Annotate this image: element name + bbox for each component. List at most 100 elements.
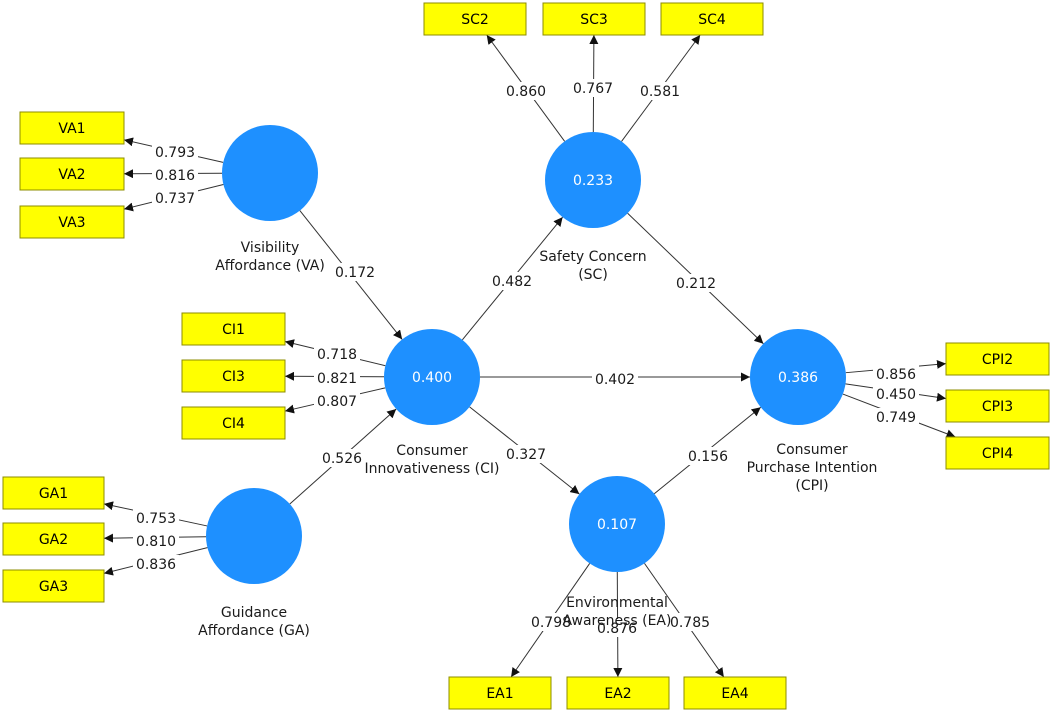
indicator-sc4[interactable]: SC4: [660, 2, 764, 36]
loading-value-cpi2-text: 0.856: [876, 367, 916, 383]
loading-value-sc2-text: 0.860: [506, 84, 546, 100]
indicator-box[interactable]: [683, 676, 787, 710]
path-coef-ci-ea: 0.327: [503, 445, 549, 463]
indicator-ci3[interactable]: CI3: [181, 359, 286, 393]
indicator-sc2[interactable]: SC2: [423, 2, 527, 36]
indicator-box[interactable]: [19, 157, 125, 191]
construct-circle[interactable]: [206, 488, 302, 584]
indicator-box[interactable]: [945, 342, 1050, 376]
construct-label-line: Guidance: [221, 605, 287, 621]
loading-value-sc2-bg: [503, 82, 549, 100]
loading-value-ci4-text: 0.807: [317, 394, 357, 410]
indicator-box[interactable]: [423, 2, 527, 36]
path-coef-ea-cpi-bg: [685, 447, 731, 465]
path-coef-ea-cpi: 0.156: [685, 447, 731, 465]
indicator-va1[interactable]: VA1: [19, 111, 125, 145]
construct-circle[interactable]: [384, 329, 480, 425]
indicator-va3[interactable]: VA3: [19, 205, 125, 239]
loading-value-ci4-bg: [314, 392, 360, 410]
loading-value-cpi3-text: 0.450: [876, 387, 916, 403]
indicator-box[interactable]: [542, 2, 646, 36]
loading-value-ci1-text: 0.718: [317, 347, 357, 363]
indicator-box[interactable]: [181, 312, 286, 346]
path-coef-ci-sc: 0.482: [489, 272, 535, 290]
loading-value-ci1: 0.718: [314, 345, 360, 363]
indicator-ea4[interactable]: EA4: [683, 676, 787, 710]
construct-label-line: (SC): [578, 267, 608, 283]
indicator-ci4[interactable]: CI4: [181, 406, 286, 440]
indicator-cpi4[interactable]: CPI4: [945, 436, 1050, 470]
indicator-label: EA1: [486, 686, 513, 702]
indicator-ga3[interactable]: GA3: [2, 569, 105, 603]
indicator-box[interactable]: [945, 436, 1050, 470]
loading-value-sc4: 0.581: [637, 82, 683, 100]
indicator-va2[interactable]: VA2: [19, 157, 125, 191]
path-coef-va-ci: 0.172: [332, 263, 378, 281]
loading-value-cpi3-bg: [873, 385, 919, 403]
indicator-ea2[interactable]: EA2: [566, 676, 670, 710]
indicator-cpi2[interactable]: CPI2: [945, 342, 1050, 376]
construct-label-line: Environmental: [566, 595, 668, 611]
construct-circle[interactable]: [750, 329, 846, 425]
loading-value-sc3-text: 0.767: [573, 81, 613, 97]
loading-value-va3-text: 0.737: [155, 191, 195, 207]
loading-value-ga2-text: 0.810: [136, 534, 176, 550]
construct-circle[interactable]: [545, 132, 641, 228]
path-coef-sc-cpi: 0.212: [673, 274, 719, 292]
loading-value-va2-text: 0.816: [155, 168, 195, 184]
loading-value-ea2-bg: [594, 619, 640, 637]
loading-value-sc3: 0.767: [570, 79, 616, 97]
loading-value-sc4-bg: [637, 82, 683, 100]
path-coef-va-ci-text: 0.172: [335, 265, 375, 281]
indicator-label: GA2: [39, 532, 68, 548]
indicator-box[interactable]: [181, 359, 286, 393]
construct-circle[interactable]: [222, 125, 318, 221]
loading-value-cpi2-bg: [873, 365, 919, 383]
path-coef-sc-cpi-bg: [673, 274, 719, 292]
indicator-ci1[interactable]: CI1: [181, 312, 286, 346]
path-coef-va-ci-bg: [332, 263, 378, 281]
indicator-ga2[interactable]: GA2: [2, 522, 105, 556]
indicator-cpi3[interactable]: CPI3: [945, 389, 1050, 423]
path-coef-ci-cpi-bg: [592, 370, 638, 388]
indicator-box[interactable]: [566, 676, 670, 710]
indicator-box[interactable]: [660, 2, 764, 36]
indicator-box[interactable]: [2, 569, 105, 603]
indicator-sc3[interactable]: SC3: [542, 2, 646, 36]
construct-label-line: Affordance (GA): [198, 623, 310, 639]
indicator-ea1[interactable]: EA1: [448, 676, 552, 710]
indicator-box[interactable]: [945, 389, 1050, 423]
indicator-label: SC4: [698, 12, 726, 28]
indicator-box[interactable]: [19, 205, 125, 239]
loading-value-ci3: 0.821: [314, 369, 360, 387]
indicator-label: SC2: [461, 12, 489, 28]
path-coef-ci-ea-bg: [503, 445, 549, 463]
indicator-ga1[interactable]: GA1: [2, 476, 105, 510]
indicator-box[interactable]: [2, 476, 105, 510]
loading-value-ea1-bg: [528, 613, 574, 631]
loading-value-ga2: 0.810: [133, 532, 179, 550]
construct-label-line: Affordance (VA): [215, 258, 325, 274]
construct-circle[interactable]: [569, 476, 665, 572]
loading-value-ci3-bg: [314, 369, 360, 387]
indicator-label: CI1: [222, 322, 245, 338]
loading-value-ci1-bg: [314, 345, 360, 363]
loading-value-ga1-bg: [133, 509, 179, 527]
indicator-box[interactable]: [19, 111, 125, 145]
loading-value-sc4-text: 0.581: [640, 84, 680, 100]
indicator-box[interactable]: [2, 522, 105, 556]
indicator-box[interactable]: [448, 676, 552, 710]
indicator-box[interactable]: [181, 406, 286, 440]
path-coef-ga-ci-text: 0.526: [322, 451, 362, 467]
